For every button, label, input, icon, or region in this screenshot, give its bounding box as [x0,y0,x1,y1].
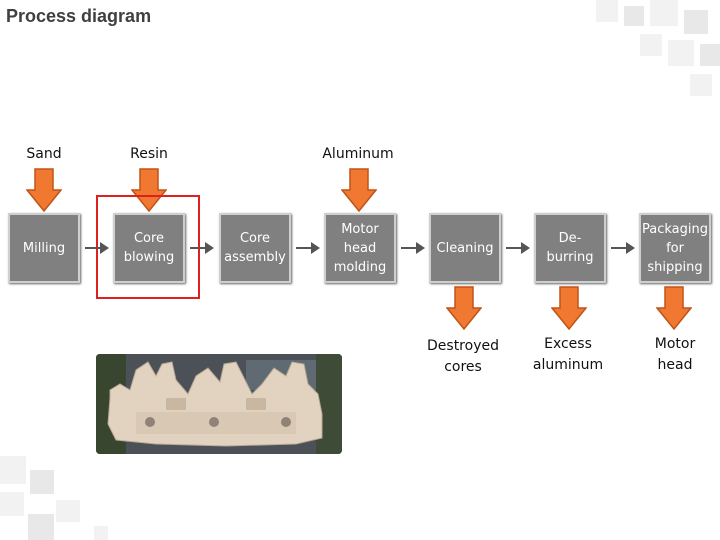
core-blowing-highlight [96,195,200,299]
page-title: Process diagram [6,6,152,26]
sand-core-photo [96,354,342,454]
step-core-assembly: Core assembly [219,213,291,283]
input-label-sand: Sand [26,146,62,162]
input-arrow-sand [26,168,62,212]
decor-square [30,470,54,494]
flow-arrow [296,242,320,254]
step-packaging: Packaging for shipping [639,213,711,283]
decor-square [650,0,678,26]
decor-square [668,40,694,66]
flow-arrow [611,242,635,254]
input-arrow-aluminum [341,168,377,212]
sand-core-illustration [96,354,342,454]
step-deburring: De- burring [534,213,606,283]
decor-square [624,6,644,26]
output-label-excess-aluminum: Excess aluminum [532,336,604,373]
decor-square [690,74,712,96]
output-arrow-deburring [551,286,587,330]
decor-square [700,44,720,66]
decor-square [0,492,24,516]
output-arrow-packaging [656,286,692,330]
input-label-resin: Resin [130,146,168,162]
flow-arrow [85,242,109,254]
decor-square [94,526,108,540]
flow-arrow [190,242,214,254]
output-label-motor-head: Motor head [654,336,696,373]
input-label-aluminum: Aluminum [322,146,394,162]
step-core-blowing: Core blowing [113,213,185,283]
input-arrow-resin [131,168,167,212]
step-cleaning: Cleaning [429,213,501,283]
step-motor-head-molding: Motor head molding [324,213,396,283]
decor-square [28,514,54,540]
flow-arrow [401,242,425,254]
output-arrow-cleaning [446,286,482,330]
decor-square [640,34,662,56]
decor-square [0,456,26,484]
flow-arrow [506,242,530,254]
step-milling: Milling [8,213,80,283]
decor-square [684,10,708,34]
output-label-destroyed-cores: Destroyed cores [427,338,499,375]
decor-square [596,0,618,22]
decor-square [56,500,80,522]
